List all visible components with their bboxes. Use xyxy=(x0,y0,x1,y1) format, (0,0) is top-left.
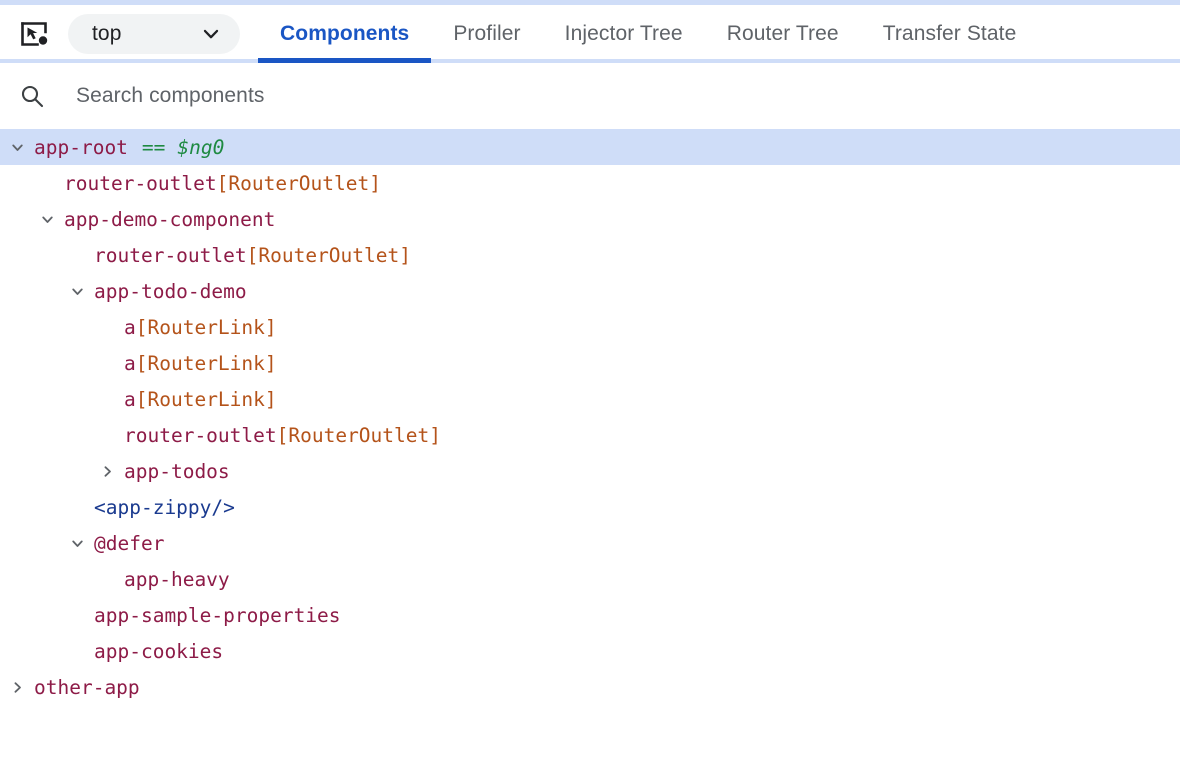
search-icon xyxy=(18,82,46,110)
tree-node-name: app-root xyxy=(34,135,128,159)
tree-row[interactable]: a[RouterLink] xyxy=(0,309,1180,345)
tree-row[interactable]: a[RouterLink] xyxy=(0,345,1180,381)
tree-node-directive: [RouterLink] xyxy=(135,351,277,375)
top-accent-band xyxy=(0,0,1180,5)
tree-row[interactable]: app-todo-demo xyxy=(0,273,1180,309)
tree-node-directive: [RouterLink] xyxy=(135,315,277,339)
tree-node-name: router-outlet xyxy=(94,243,247,267)
tree-node-name: other-app xyxy=(34,675,140,699)
tree-row[interactable]: app-todos xyxy=(0,453,1180,489)
chevron-right-icon[interactable] xyxy=(96,465,118,478)
tree-row[interactable]: app-sample-properties xyxy=(0,597,1180,633)
chevron-down-icon xyxy=(200,23,222,45)
tree-node-directive: [RouterLink] xyxy=(135,387,277,411)
tree-node-name: a xyxy=(124,315,136,339)
tree-row[interactable]: router-outlet[RouterOutlet] xyxy=(0,417,1180,453)
tree-node-directive: [RouterOutlet] xyxy=(246,243,411,267)
devtools-toolbar: top Components Profiler Injector Tree Route… xyxy=(0,5,1180,63)
tree-node-name: <app-zippy/> xyxy=(94,495,235,519)
tree-row[interactable]: other-app xyxy=(0,669,1180,705)
tab-bar: Components Profiler Injector Tree Router Tr… xyxy=(258,5,1038,63)
tree-node-name: app-demo-component xyxy=(64,207,276,231)
tree-row[interactable]: <app-zippy/> xyxy=(0,489,1180,525)
tab-profiler[interactable]: Profiler xyxy=(453,22,521,45)
tree-row[interactable]: app-cookies xyxy=(0,633,1180,669)
tab-router-tree[interactable]: Router Tree xyxy=(726,22,839,45)
tree-node-name: a xyxy=(124,387,136,411)
search-input[interactable] xyxy=(74,83,1180,109)
chevron-down-icon[interactable] xyxy=(66,285,88,298)
chevron-down-icon[interactable] xyxy=(66,537,88,550)
chevron-right-icon[interactable] xyxy=(6,681,28,694)
tree-node-name: app-heavy xyxy=(124,567,230,591)
tree-row[interactable]: router-outlet[RouterOutlet] xyxy=(0,237,1180,273)
tree-node-name: router-outlet xyxy=(64,171,217,195)
tree-node-name: app-todos xyxy=(124,459,230,483)
tab-components[interactable]: Components xyxy=(258,5,432,63)
inspect-element-glyph xyxy=(21,22,48,46)
chevron-down-icon[interactable] xyxy=(36,213,58,226)
tree-row[interactable]: router-outlet[RouterOutlet] xyxy=(0,165,1180,201)
tree-node-name: app-sample-properties xyxy=(94,603,341,627)
tree-node-directive: [RouterOutlet] xyxy=(216,171,381,195)
tab-transfer-state[interactable]: Transfer State xyxy=(882,22,1017,45)
tree-node-name: a xyxy=(124,351,136,375)
tree-row[interactable]: app-demo-component xyxy=(0,201,1180,237)
tree-node-directive: [RouterOutlet] xyxy=(276,423,441,447)
tab-injector-tree[interactable]: Injector Tree xyxy=(564,22,683,45)
tree-row[interactable]: @defer xyxy=(0,525,1180,561)
tree-node-equals: == xyxy=(141,135,166,159)
tree-node-name: router-outlet xyxy=(124,423,277,447)
frame-select-value: top xyxy=(92,22,122,45)
inspect-element-icon[interactable] xyxy=(14,14,54,54)
search-bar xyxy=(0,63,1180,129)
tree-row[interactable]: app-root == $ng0 xyxy=(0,129,1180,165)
tree-node-name: app-cookies xyxy=(94,639,224,663)
tree-node-name: @defer xyxy=(94,531,165,555)
frame-select[interactable]: top xyxy=(68,14,240,54)
tree-row[interactable]: a[RouterLink] xyxy=(0,381,1180,417)
tree-row[interactable]: app-heavy xyxy=(0,561,1180,597)
tree-node-console-ref: $ng0 xyxy=(177,135,225,159)
tree-node-name: app-todo-demo xyxy=(94,279,247,303)
chevron-down-icon[interactable] xyxy=(6,141,28,154)
